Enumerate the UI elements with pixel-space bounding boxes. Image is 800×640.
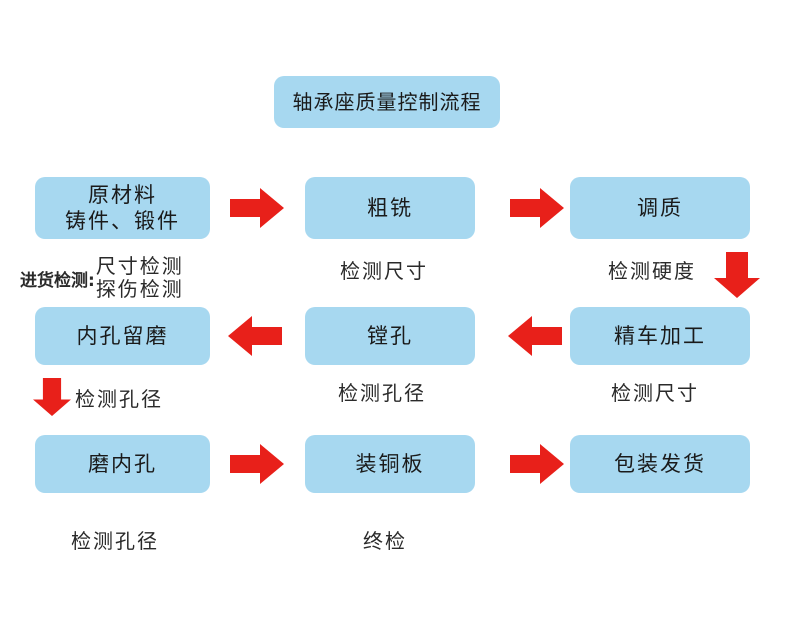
caption-check-bore-mid: 检测孔径 (338, 381, 426, 405)
node-package-ship-label: 包装发货 (614, 451, 706, 476)
caption-check-dimension-row2: 检测尺寸 (611, 381, 699, 405)
diagram-title-text: 轴承座质量控制流程 (292, 89, 482, 114)
node-install-copper-plate-label: 装铜板 (355, 451, 425, 476)
node-grind-inner-hole[interactable]: 磨内孔 (35, 435, 210, 493)
down-arrow-icon-1 (714, 252, 760, 298)
caption-inbound-items: 尺寸检测 探伤检测 (96, 255, 184, 301)
node-raw-material-label-line1: 原材料 (88, 182, 157, 207)
caption-check-dimension-row1: 检测尺寸 (340, 259, 428, 283)
node-rough-milling[interactable]: 粗铣 (305, 177, 475, 239)
down-arrow-icon-2 (33, 378, 71, 416)
node-boring[interactable]: 镗孔 (305, 307, 475, 365)
node-fine-turning[interactable]: 精车加工 (570, 307, 750, 365)
right-arrow-icon-4 (510, 444, 564, 484)
caption-inbound-inspection: 进货检测: 尺寸检测 探伤检测 (20, 255, 184, 301)
node-rough-milling-label: 粗铣 (367, 195, 413, 220)
node-bore-reserve-grind[interactable]: 内孔留磨 (35, 307, 210, 365)
right-arrow-icon-1 (230, 188, 284, 228)
node-raw-material[interactable]: 原材料 铸件、锻件 (35, 177, 210, 239)
node-quench-temper-label: 调质 (637, 195, 683, 220)
node-quench-temper[interactable]: 调质 (570, 177, 750, 239)
left-arrow-icon-1 (228, 316, 282, 356)
caption-inbound-line2: 探伤检测 (95, 277, 184, 301)
node-bore-reserve-grind-label: 内孔留磨 (76, 323, 169, 348)
caption-final-inspection: 终检 (363, 529, 407, 553)
node-grind-inner-hole-label: 磨内孔 (88, 451, 157, 476)
caption-inbound-label: 进货检测: (20, 270, 95, 291)
caption-check-bore-left-group: 检测孔径 (33, 378, 163, 416)
left-arrow-icon-2 (508, 316, 562, 356)
diagram-title-node: 轴承座质量控制流程 (274, 76, 500, 128)
node-package-ship[interactable]: 包装发货 (570, 435, 750, 493)
caption-check-bore-left: 检测孔径 (75, 386, 163, 411)
node-boring-label: 镗孔 (367, 323, 413, 348)
node-fine-turning-label: 精车加工 (614, 323, 706, 348)
caption-inbound-line1: 尺寸检测 (95, 254, 184, 278)
caption-check-hardness: 检测硬度 (608, 259, 696, 283)
caption-check-bore-bottom: 检测孔径 (71, 529, 159, 553)
node-raw-material-label-line2: 铸件、锻件 (65, 209, 180, 233)
right-arrow-icon-2 (510, 188, 564, 228)
right-arrow-icon-3 (230, 444, 284, 484)
node-install-copper-plate[interactable]: 装铜板 (305, 435, 475, 493)
